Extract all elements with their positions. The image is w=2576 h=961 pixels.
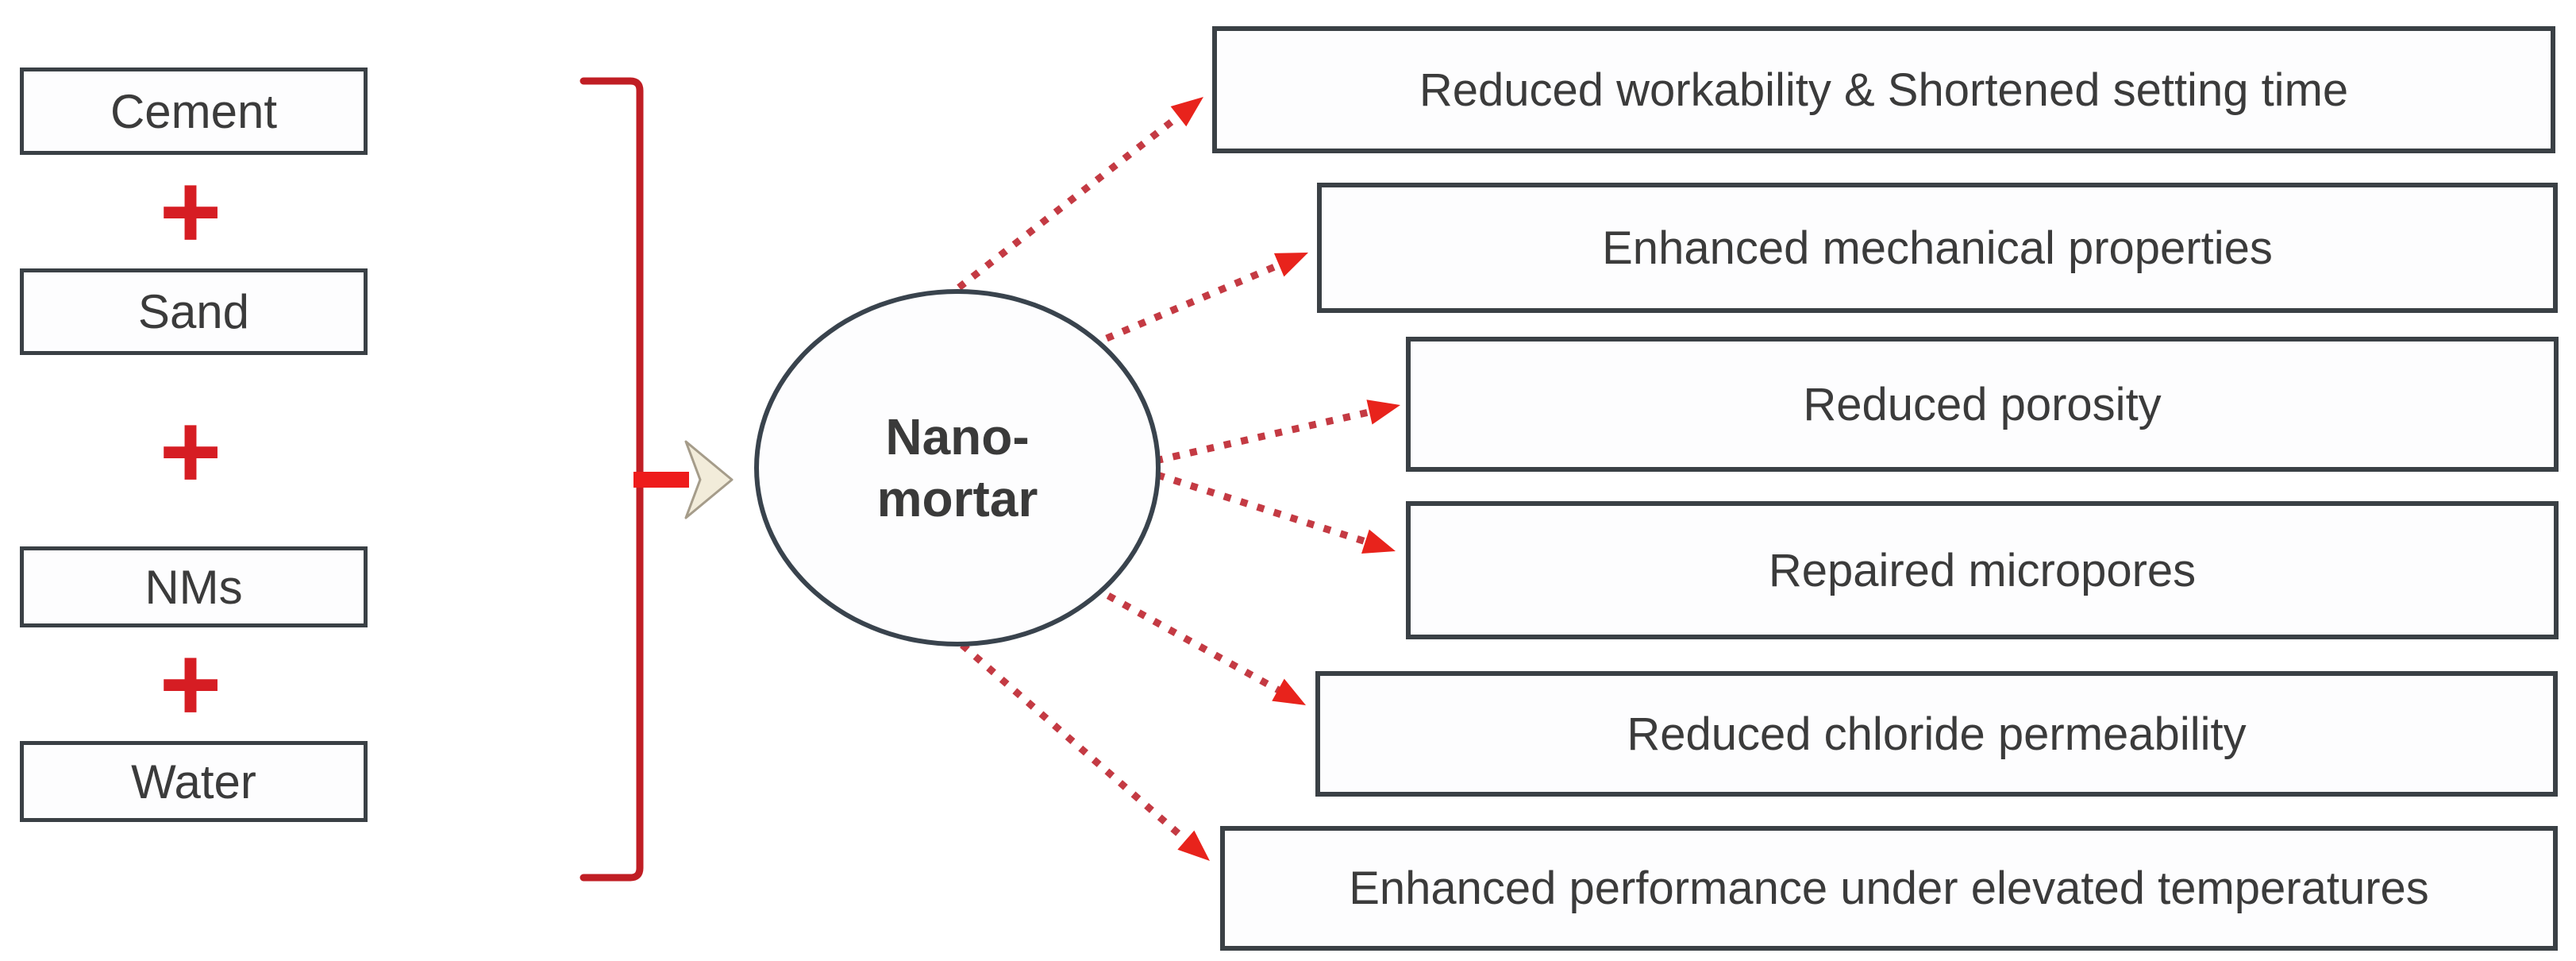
ingredient-box-nms: NMs (20, 546, 368, 627)
effect-box-porosity: Reduced porosity (1406, 337, 2559, 472)
ingredient-box-sand: Sand (20, 268, 368, 355)
effect-label: Reduced porosity (1803, 378, 2162, 430)
ingredient-label: Water (131, 755, 256, 809)
ingredient-box-water: Water (20, 741, 368, 822)
effect-label: Enhanced mechanical properties (1602, 222, 2273, 274)
effect-label: Enhanced performance under elevated temp… (1349, 863, 2429, 914)
ingredient-label: Sand (137, 285, 250, 338)
dotted-arrow-line (1105, 260, 1285, 342)
dotted-arrow-line (1155, 407, 1375, 465)
effect-box-chloride: Reduced chloride permeability (1315, 671, 2558, 797)
chevron-right-arrow-icon (684, 440, 734, 519)
dotted-arrow-line (1106, 592, 1284, 696)
ingredient-label: Cement (110, 84, 278, 138)
effect-box-mechanical: Enhanced mechanical properties (1317, 183, 2558, 313)
ingredient-label: NMs (144, 560, 243, 614)
effect-label: Repaired micropores (1768, 544, 2197, 596)
nano-mortar-label-line1: Nano- (885, 407, 1030, 465)
arrow-head-icon (1170, 97, 1203, 127)
plus-icon: + (159, 623, 222, 744)
arrow-head-icon (1273, 253, 1308, 277)
effect-box-temperature: Enhanced performance under elevated temp… (1220, 826, 2558, 951)
effect-label: Reduced workability & Shortened setting … (1419, 64, 2349, 116)
dotted-arrow-line (1156, 471, 1371, 546)
ingredient-box-cement: Cement (20, 68, 368, 155)
dotted-arrow-line (960, 642, 1192, 847)
plus-icon: + (159, 151, 222, 272)
effect-box-micropores: Repaired micropores (1406, 501, 2559, 639)
brace-icon (580, 77, 644, 882)
effect-label: Reduced chloride permeability (1627, 708, 2247, 760)
arrow-head-icon (1177, 830, 1210, 861)
arrow-head-icon (1366, 399, 1400, 425)
nano-mortar-label-line2: mortar (876, 470, 1038, 527)
effect-box-workability: Reduced workability & Shortened setting … (1212, 26, 2555, 153)
arrow-head-icon (1361, 529, 1396, 554)
nano-mortar-node: Nano- mortar (754, 289, 1161, 646)
plus-icon: + (159, 391, 222, 511)
arrow-head-icon (1272, 678, 1306, 705)
dotted-arrow-line (957, 110, 1184, 291)
